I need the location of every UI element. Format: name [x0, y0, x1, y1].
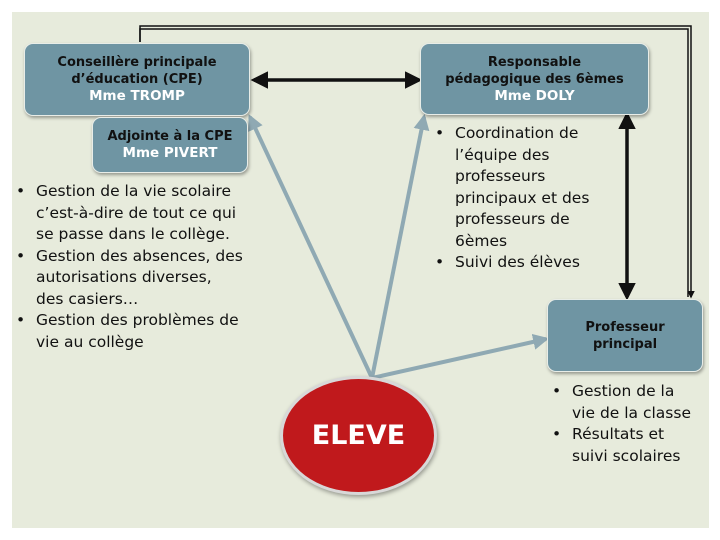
list-item: Coordination de l’équipe des professeurs…	[431, 123, 623, 252]
list-item: Gestion des problèmes de vie au collège	[12, 310, 244, 353]
eleve-to-professeur-arrow	[371, 333, 550, 380]
eleve-to-cpe-arrow	[248, 114, 374, 379]
list-item: Gestion de la vie de la classe	[548, 381, 698, 424]
cpe-task-list: Gestion de la vie scolaire c’est-à-dire …	[12, 181, 244, 353]
adjointe-box: Adjointe à la CPE Mme PIVERT	[92, 117, 248, 173]
list-item: Résultats et suivi scolaires	[548, 424, 698, 467]
cpe-box: Conseillère principale d’éducation (CPE)…	[24, 43, 250, 116]
cpe-title-line2: d’éducation (CPE)	[71, 72, 203, 87]
responsable-name: Mme DOLY	[494, 87, 575, 104]
cpe-title-line1: Conseillère principale	[57, 55, 217, 70]
professeur-title-line2: principal	[592, 336, 658, 352]
eleve-to-responsable-arrow	[370, 113, 430, 379]
responsable-task-list: Coordination de l’équipe des professeurs…	[431, 123, 623, 274]
cpe-name: Mme TROMP	[89, 88, 185, 104]
cpe-professeur-loop-arrow	[139, 25, 695, 299]
list-item: Gestion des absences, des autorisations …	[12, 246, 244, 311]
eleve-circle: ELEVE	[280, 376, 437, 495]
responsable-title-line2: pédagogique des 6èmes	[445, 71, 624, 87]
responsable-box: Responsable pédagogique des 6èmes Mme DO…	[420, 43, 649, 115]
professeur-task-list: Gestion de la vie de la classe Résultats…	[548, 381, 698, 467]
eleve-label: ELEVE	[311, 420, 406, 451]
responsable-title-line1: Responsable	[487, 54, 582, 70]
professeur-title-line1: Professeur	[585, 319, 665, 335]
list-item: Gestion de la vie scolaire c’est-à-dire …	[12, 181, 244, 246]
adjointe-name: Mme PIVERT	[122, 145, 218, 161]
list-item: Suivi des élèves	[431, 252, 623, 274]
professeur-box: Professeur principal	[547, 299, 703, 372]
adjointe-title: Adjointe à la CPE	[107, 129, 233, 144]
